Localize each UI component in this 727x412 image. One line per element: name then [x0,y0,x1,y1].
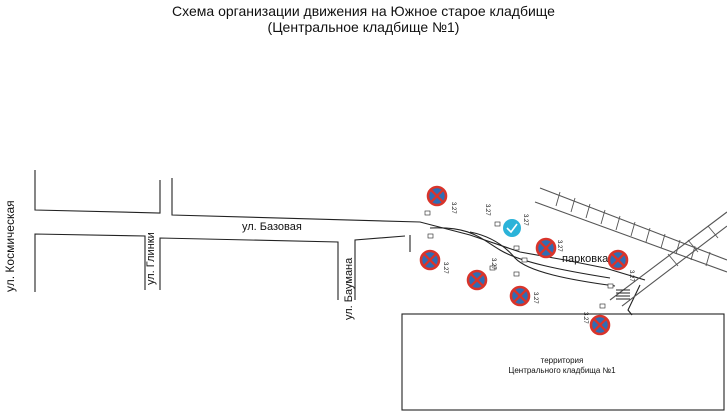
street-label-glinki: ул. Глинки [145,232,157,285]
road-edge-lower-mid [159,237,339,300]
svg-text:3.27: 3.27 [532,292,538,304]
svg-text:3.27: 3.27 [484,204,490,216]
territory-label-line2: Центрального кладбища №1 [508,366,616,375]
territory-label-line1: территория [541,356,584,365]
parking-label: парковка [562,253,609,265]
svg-text:3.27: 3.27 [628,270,634,282]
parking-road-outer [469,231,616,287]
no-stopping-sign: 3.27 [521,237,562,263]
crosswalk [616,289,630,300]
no-stopping-sign: 3.27 [424,185,456,216]
no-stopping-sign: 3.27 [466,258,496,291]
parking-road-inner [429,227,611,279]
road-edge-upper-east [171,178,646,281]
no-stopping-sign: 3.27 [419,233,448,274]
svg-text:3.27: 3.27 [582,312,588,324]
no-stopping-sign: 3.27 [509,271,538,307]
street-label-baumana: ул. Баумана [343,257,355,320]
road-edge-lower-east [354,235,406,300]
svg-text:3.27: 3.27 [490,258,496,270]
no-stopping-sign: 3.27 [582,303,611,336]
svg-text:3.27: 3.27 [442,262,448,274]
street-label-kosmicheskaya: ул. Космическая [3,200,17,292]
road-network [34,170,725,411]
map-title-line1: Схема организации движения на Южное стар… [172,3,555,19]
railway [534,187,727,307]
no-stopping-plate-sign: 3.27 [484,204,501,227]
no-stopping-sign: 3.27 [607,249,634,289]
svg-text:3.27: 3.27 [556,240,562,252]
svg-text:3.27: 3.27 [522,214,528,226]
road-edge-lower-west [34,233,146,292]
info-sign: 3.27 [503,214,528,251]
svg-text:3.27: 3.27 [450,202,456,214]
street-label-bazovaya: ул. Базовая [242,221,302,233]
map-title-line2: (Центральное кладбище №1) [267,19,460,35]
road-edge-south [627,284,641,316]
road-edge-upper-west [34,170,161,214]
cemetery-territory-boundary [401,313,725,411]
